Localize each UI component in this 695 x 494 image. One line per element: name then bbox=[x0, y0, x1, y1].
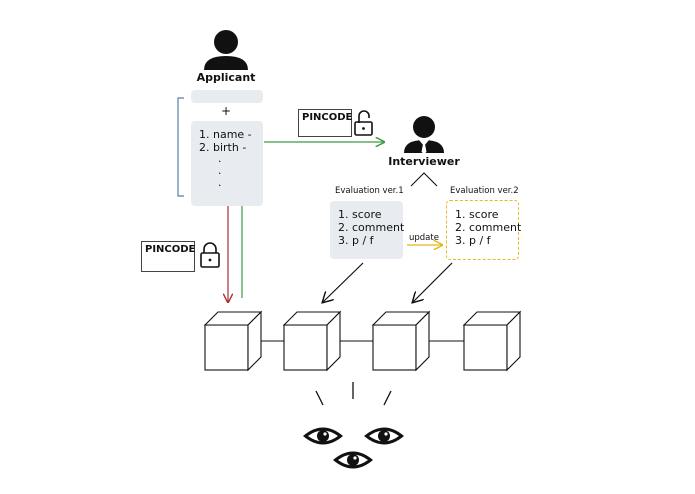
eye-icon bbox=[333, 451, 373, 469]
evaluation-v2-title: Evaluation ver.2 bbox=[450, 186, 519, 196]
evaluation-v1-item: 3. p / f bbox=[338, 234, 374, 247]
block-cube bbox=[371, 310, 431, 372]
evaluation-v2-panel: 1. score 2. comment 3. p / f bbox=[446, 200, 522, 260]
eval-v1-arrow-to-chain bbox=[323, 262, 364, 302]
evaluation-v2-list: 1. score 2. comment 3. p / f bbox=[447, 201, 522, 247]
evaluation-v1-list: 1. score 2. comment 3. p / f bbox=[330, 201, 405, 247]
applicant-bracket bbox=[177, 97, 184, 197]
applicant-header-bar bbox=[191, 90, 263, 103]
applicant-info-panel: 1. name - 2. birth - . . . bbox=[191, 121, 263, 206]
pincode-left-label: PINCODE bbox=[145, 244, 196, 255]
block-cube bbox=[203, 310, 263, 372]
evaluation-v2-item: 2. comment bbox=[455, 221, 522, 234]
pincode-top-label: PINCODE bbox=[302, 112, 353, 123]
eye-icon bbox=[303, 427, 343, 445]
interviewer-caret bbox=[410, 172, 438, 187]
eye-icon bbox=[364, 427, 404, 445]
evaluation-v2-item: 1. score bbox=[455, 208, 499, 221]
interviewer-label: Interviewer bbox=[388, 155, 460, 168]
eval-v2-arrow-to-chain bbox=[413, 262, 453, 302]
pincode-top-box: PINCODE bbox=[298, 109, 352, 137]
observer-rays bbox=[315, 382, 392, 406]
unlocked-padlock-icon bbox=[354, 110, 373, 136]
evaluation-v1-item: 2. comment bbox=[338, 221, 405, 234]
pincode-left-box: PINCODE bbox=[141, 241, 195, 272]
applicant-field-birth: 2. birth - bbox=[199, 141, 247, 154]
block-cube bbox=[282, 310, 342, 372]
evaluation-v1-item: 1. score bbox=[338, 208, 382, 221]
applicant-person-icon bbox=[204, 30, 248, 70]
plus-sign: + bbox=[220, 104, 232, 118]
applicant-label: Applicant bbox=[196, 71, 256, 84]
block-cube bbox=[462, 310, 522, 372]
evaluation-v2-item: 3. p / f bbox=[455, 234, 491, 247]
ellipsis-dots: . . . bbox=[218, 152, 222, 189]
update-label: update bbox=[409, 233, 439, 243]
applicant-field-name: 1. name - bbox=[199, 128, 252, 141]
observer-eyes bbox=[303, 427, 404, 469]
applicant-field-list: 1. name - 2. birth - bbox=[191, 121, 263, 154]
evaluation-v1-panel: 1. score 2. comment 3. p / f bbox=[330, 201, 405, 259]
interviewer-person-icon bbox=[404, 116, 444, 154]
locked-padlock-icon bbox=[200, 242, 220, 268]
evaluation-v1-title: Evaluation ver.1 bbox=[335, 186, 404, 196]
blockchain bbox=[203, 310, 522, 372]
